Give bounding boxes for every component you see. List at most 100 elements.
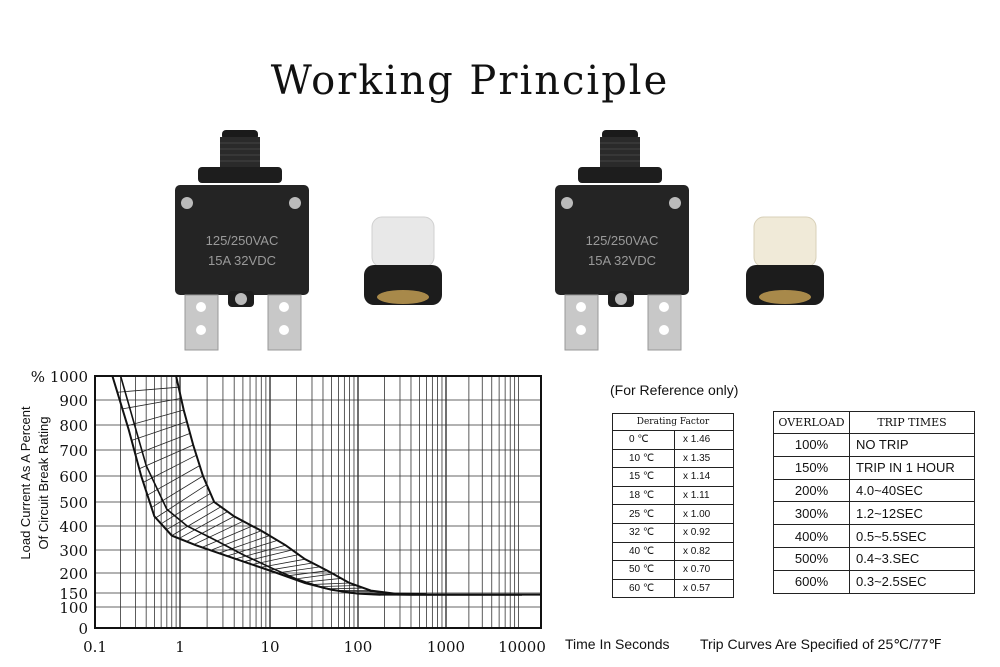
y-tick-label: 800 <box>59 417 88 435</box>
band-hatch <box>155 484 207 519</box>
band-hatch <box>186 516 235 542</box>
overload-value: 500% <box>773 546 850 571</box>
overload-value: 600% <box>773 569 850 594</box>
overload-value: 150% <box>773 455 850 480</box>
band-hatch <box>311 582 350 585</box>
upper-trip-curve <box>175 375 427 596</box>
trip-row: 150%TRIP IN 1 HOUR <box>773 455 975 480</box>
trip-time-value: 0.5~5.5SEC <box>849 524 975 548</box>
derating-factor: x 1.00 <box>674 504 734 524</box>
x-tick-label: 100 <box>344 638 373 656</box>
overload-header: OVERLOAD <box>773 411 850 434</box>
y-tick-label: % 1000 <box>31 368 88 386</box>
breaker-label-line1: 125/250VAC <box>206 233 279 248</box>
overload-value: 100% <box>773 433 850 457</box>
y-tick-label: 150 <box>59 585 88 603</box>
band-hatch <box>285 570 328 577</box>
y-axis-label-line1: Load Current As A Percent <box>18 406 33 560</box>
band-hatch <box>139 444 194 470</box>
trip-times-header: TRIP TIMES <box>849 411 975 434</box>
trip-row: 600%0.3~2.5SEC <box>773 569 975 594</box>
x-tick-label: 10 <box>260 638 279 656</box>
x-tick-label: 1000 <box>427 638 465 656</box>
y-tick-label: 0 <box>78 620 88 638</box>
trip-row: 300%1.2~12SEC <box>773 501 975 526</box>
waterproof-cap-image-right <box>746 216 824 305</box>
y-tick-label: 200 <box>59 565 88 583</box>
y-tick-label: 700 <box>59 442 88 460</box>
trip-curves <box>111 375 541 596</box>
derating-temp: 25 ℃ <box>612 504 675 524</box>
band-hatch <box>178 511 228 539</box>
band-hatch <box>131 421 187 441</box>
band-hatch <box>319 585 357 588</box>
trip-time-value: 0.3~2.5SEC <box>849 569 975 594</box>
x-tick-label: 10000 <box>498 638 546 656</box>
derating-temp: 32 ℃ <box>612 522 675 543</box>
band-hatch <box>294 573 335 580</box>
overload-value: 300% <box>773 501 850 526</box>
derating-temp: 60 ℃ <box>612 578 675 599</box>
derating-factor: x 1.11 <box>674 485 734 506</box>
lower-trip-curve <box>111 375 381 596</box>
breaker-label-line1: 125/250VAC <box>586 233 659 248</box>
band-hatch <box>151 475 204 508</box>
band-hatch <box>160 492 211 525</box>
derating-temp: 15 ℃ <box>612 467 675 487</box>
breaker-label-line2: 15A 32VDC <box>588 253 656 268</box>
band-hatch <box>166 501 215 531</box>
overload-value: 200% <box>773 478 850 503</box>
overload-value: 400% <box>773 524 850 548</box>
trip-time-value: NO TRIP <box>849 433 975 457</box>
derating-factor: x 1.46 <box>674 430 734 450</box>
chart-grid <box>94 375 541 629</box>
band-hatch <box>226 540 278 557</box>
y-axis-label: Load Current As A Percent Of Circuit Bre… <box>8 378 56 588</box>
band-hatch <box>135 432 191 455</box>
band-hatch <box>235 544 286 560</box>
trip-row: 100%NO TRIP <box>773 433 975 457</box>
y-tick-label: 900 <box>59 392 88 410</box>
derating-temp: 0 ℃ <box>612 430 675 450</box>
chart-frame <box>94 375 542 629</box>
y-tick-label: 600 <box>59 468 88 486</box>
trip-row: 500%0.4~3.SEC <box>773 546 975 571</box>
derating-factor: x 1.14 <box>674 467 734 487</box>
band-hatch <box>210 530 262 551</box>
derating-factor: x 0.92 <box>674 522 734 543</box>
derating-factor: x 0.70 <box>674 560 734 580</box>
band-hatch <box>143 454 197 483</box>
trip-row: 400%0.5~5.5SEC <box>773 524 975 548</box>
derating-factor: x 0.82 <box>674 541 734 562</box>
band-hatch <box>201 525 253 548</box>
page-title: Working Principle <box>270 58 670 104</box>
trip-time-value: 1.2~12SEC <box>849 501 975 526</box>
trip-time-value: 0.4~3.SEC <box>849 546 975 571</box>
band-hatch <box>147 465 200 496</box>
y-tick-label: 300 <box>59 542 88 560</box>
band-hatch <box>171 506 222 536</box>
derating-temp: 18 ℃ <box>612 485 675 506</box>
band-hatch <box>193 520 244 545</box>
y-tick-label: 400 <box>59 518 88 536</box>
y-tick-label: 100 <box>59 599 88 617</box>
band-hatch <box>218 535 270 554</box>
band-hatch <box>327 587 364 590</box>
derating-temp: 50 ℃ <box>612 560 675 580</box>
derating-temp: 40 ℃ <box>612 541 675 562</box>
trip-curves-note: Trip Curves Are Specified of 25℃/77℉ <box>700 636 942 652</box>
x-tick-label: 0.1 <box>83 638 107 656</box>
derating-factor: x 0.57 <box>674 578 734 599</box>
band-hatch <box>302 577 343 583</box>
band-hatch <box>243 549 293 563</box>
band-hatch <box>122 398 182 410</box>
